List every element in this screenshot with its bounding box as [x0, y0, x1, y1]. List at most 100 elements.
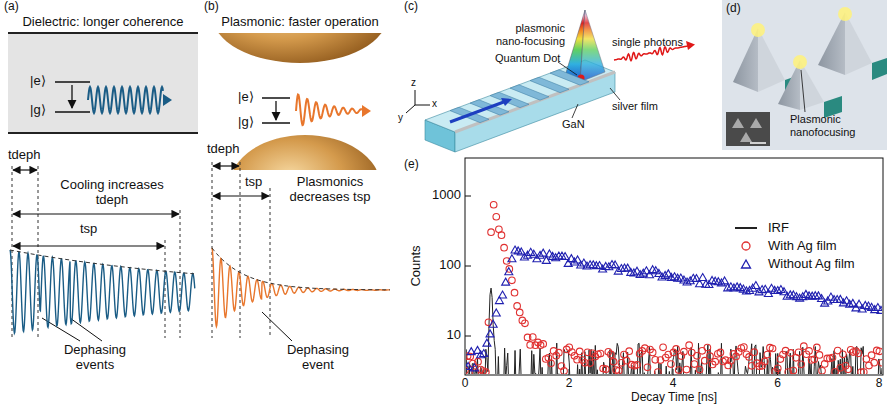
with-ag-point	[626, 348, 633, 355]
annotation: Dephasing events	[59, 343, 131, 373]
leader-line	[262, 312, 292, 341]
annotation: Cooling increases tdeph	[56, 178, 168, 208]
time-label: tdeph	[207, 142, 240, 157]
with-ag-point	[655, 369, 662, 374]
with-ag-point	[879, 359, 882, 366]
without-ag-point	[721, 277, 729, 284]
axis-name: z	[411, 77, 416, 89]
with-ag-point	[501, 244, 508, 251]
panel-title: Dielectric: longer coherence	[22, 15, 183, 30]
boundary	[8, 32, 198, 34]
without-ag-point	[483, 339, 491, 346]
part-label: Plasmonic nanofocusing	[790, 113, 868, 138]
with-ag-point	[608, 351, 615, 358]
tick-label: 2	[566, 377, 573, 391]
with-ag-point	[819, 367, 826, 374]
coherent-oscillation	[10, 250, 195, 333]
with-ag-point	[561, 368, 568, 374]
state-label: |g⟩	[30, 103, 46, 118]
wave-arrowhead	[362, 105, 371, 117]
wave-arrowhead	[163, 94, 172, 106]
state-label: |e⟩	[238, 90, 254, 105]
part-label: Quantum Dot	[495, 52, 560, 65]
legend-line-sample	[735, 227, 757, 229]
tick-label: 4	[670, 377, 677, 391]
photon-arrowhead	[686, 41, 695, 50]
with-ag-point	[717, 349, 724, 356]
panel-label: (e)	[404, 158, 419, 172]
with-ag-point	[741, 344, 748, 351]
with-ag-point	[798, 361, 805, 368]
with-ag-point	[790, 367, 797, 374]
tick-label: 100	[439, 258, 461, 273]
data-series	[466, 201, 882, 374]
sem-inset	[726, 112, 770, 146]
with-ag-point	[691, 361, 698, 368]
without-ag-point	[561, 253, 569, 260]
with-ag-point	[540, 341, 547, 348]
transition-arrow	[71, 85, 72, 108]
with-ag-point	[704, 344, 711, 351]
with-ag-point	[673, 346, 680, 353]
with-ag-point	[602, 366, 609, 373]
part-label: plasmonic nano-focusing	[485, 22, 565, 47]
axis-triad	[406, 90, 430, 113]
energy-level	[262, 122, 290, 124]
with-ag-point	[876, 348, 882, 355]
with-ag-point	[761, 358, 768, 365]
panel-label: (a)	[4, 0, 19, 14]
with-ag-point	[816, 352, 823, 359]
legend-text: IRF	[768, 221, 789, 236]
with-ag-point	[587, 360, 594, 367]
pyramid-array	[733, 7, 887, 118]
state-label: |g⟩	[238, 115, 254, 130]
with-ag-point	[649, 349, 656, 356]
legend-text: With Ag film	[768, 239, 837, 254]
excitation-arrowhead	[501, 98, 512, 106]
with-ag-point	[529, 334, 536, 341]
with-ag-point	[681, 348, 688, 355]
without-ag-point	[480, 350, 488, 357]
with-ag-point	[644, 364, 651, 371]
with-ag-point	[840, 351, 847, 358]
time-label: tsp	[245, 175, 262, 190]
without-ag-point	[470, 364, 478, 371]
annotation: Dephasing event	[281, 343, 356, 373]
without-ag-point	[489, 320, 497, 327]
tick-label: 8	[876, 377, 883, 391]
with-ag-point	[516, 309, 523, 316]
with-ag-point	[548, 360, 555, 367]
interval-arrows	[13, 170, 179, 246]
with-ag-point	[855, 350, 862, 357]
damped-oscillation	[212, 248, 390, 327]
time-label: tsp	[80, 222, 97, 237]
with-ag-point	[522, 320, 529, 327]
interval-arrows	[213, 166, 269, 196]
with-ag-point	[615, 367, 622, 374]
tick-label: 1000	[432, 188, 461, 203]
leader-line	[801, 70, 805, 112]
with-ag-point	[712, 358, 719, 365]
without-ag-point	[699, 274, 707, 281]
plot-frame	[465, 158, 883, 375]
render-background	[722, 0, 887, 150]
grating-step	[510, 85, 549, 100]
legend-text: Without Ag film	[768, 257, 855, 272]
part-label: GaN	[562, 118, 585, 131]
with-ag-point	[795, 349, 802, 356]
with-ag-point	[556, 349, 563, 356]
boundary	[8, 132, 198, 134]
with-ag-point	[610, 358, 617, 365]
tick-label: 0	[462, 377, 469, 391]
with-ag-point	[764, 351, 771, 358]
annotation: Plasmonics decreases tsp	[283, 175, 378, 205]
with-ag-point	[511, 289, 518, 296]
axis-title: Counts	[409, 245, 424, 286]
legend-triangle-sample	[742, 260, 751, 268]
panel-label: (c)	[404, 0, 418, 14]
decay-envelope	[10, 250, 194, 274]
with-ag-point	[576, 348, 583, 355]
panel-label: (b)	[204, 0, 219, 14]
with-ag-point	[475, 358, 482, 365]
energy-level	[55, 111, 90, 113]
